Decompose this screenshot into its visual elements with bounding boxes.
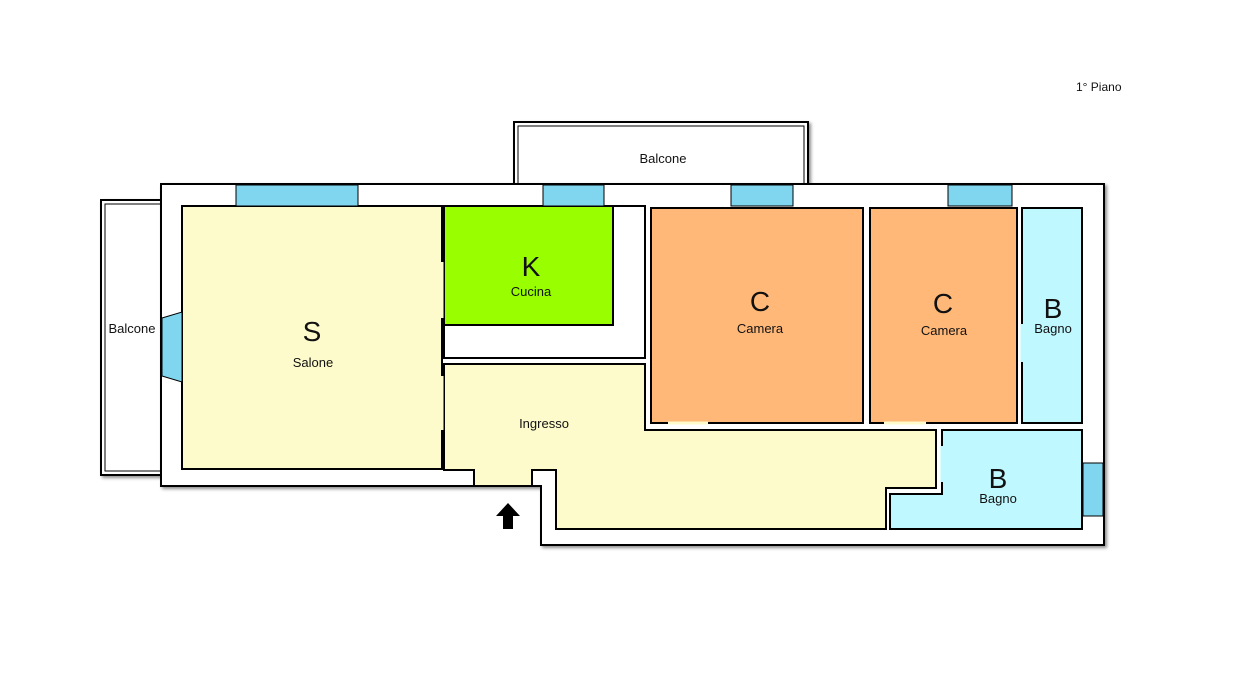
cucina-letter: K <box>522 251 541 282</box>
salone-letter: S <box>303 316 322 347</box>
ingresso-label: Ingresso <box>519 416 569 431</box>
room-salone <box>181 205 443 470</box>
cucina-label: Cucina <box>511 284 552 299</box>
hall-cucina-passage <box>443 205 646 359</box>
balcony-top <box>513 121 809 187</box>
floor-label: 1° Piano <box>1076 80 1122 94</box>
bagno-2-label: Bagno <box>979 491 1017 506</box>
bagno-1-label: Bagno <box>1034 321 1072 336</box>
balcony-left <box>100 199 164 476</box>
room-camera-2 <box>869 207 1018 424</box>
balcone-top-label: Balcone <box>640 151 687 166</box>
camera-2-label: Camera <box>921 323 968 338</box>
camera-2-letter: C <box>933 288 953 319</box>
windows <box>161 184 1104 517</box>
up-arrow-icon <box>496 503 520 529</box>
camera-1-label: Camera <box>737 321 784 336</box>
bagno-2-letter: B <box>989 463 1008 494</box>
door-gaps-bagno <box>940 324 1024 482</box>
bagno-1-letter: B <box>1044 293 1063 324</box>
balcone-left-label: Balcone <box>109 321 156 336</box>
room-camera-1 <box>650 207 864 424</box>
room-ingresso <box>443 363 937 530</box>
salone-label: Salone <box>293 355 333 370</box>
room-bagno-1 <box>1021 207 1083 424</box>
room-cucina <box>443 205 614 326</box>
camera-1-letter: C <box>750 286 770 317</box>
room-bagno-2 <box>889 429 1083 530</box>
door-gaps <box>440 262 926 430</box>
